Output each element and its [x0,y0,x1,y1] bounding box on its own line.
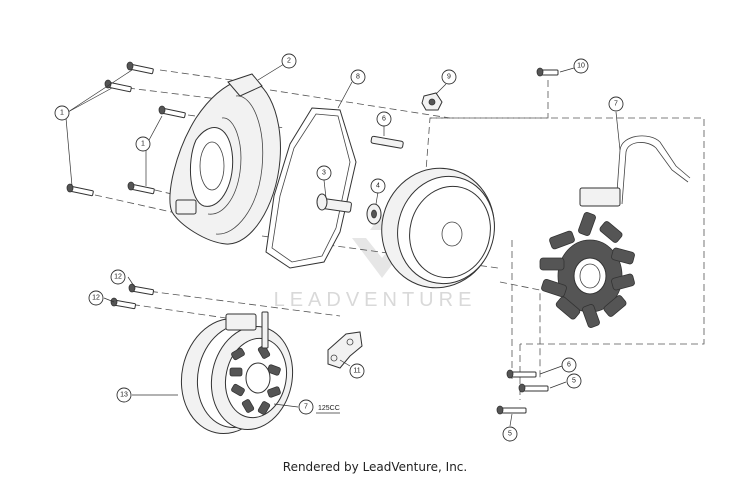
callout-text: 12 [114,274,122,281]
callout-text: 13 [120,392,128,399]
dowel-pin [370,135,404,149]
callout-text: 12 [92,295,100,302]
callout-text: 5 [572,378,576,385]
callout-text: 2 [287,58,291,65]
callout-1a: 1 [54,105,70,121]
bolt-group-5 [496,369,549,415]
shaft [316,193,352,213]
callout-6b: 6 [561,357,577,373]
watermark-text: LEADVENTURE [274,289,477,311]
callout-12a: 12 [110,269,126,285]
bolt-group-12 [110,283,155,310]
callout-3: 3 [316,165,332,181]
washer [366,203,382,225]
callout-13: 13 [116,387,132,403]
callout-text: 1 [60,110,64,117]
callout-7a: 7 [608,96,624,112]
leader-lines [65,63,621,427]
bolt-10 [536,67,559,77]
flywheel [381,167,495,289]
callout-5a: 5 [566,373,582,389]
callout-text: 7 [614,101,618,108]
housing-cover [169,73,281,245]
callout-5b: 5 [502,426,518,442]
callout-2: 2 [281,53,297,69]
magneto-assembly [180,311,294,435]
callout-7b: 7 [298,399,314,415]
callout-text: 9 [447,74,451,81]
callout-text: 1 [141,141,145,148]
callout-9: 9 [441,69,457,85]
callout-10: 10 [573,58,589,74]
callout-text: 10 [577,63,585,70]
callout-text: 6 [567,362,571,369]
engine-size-note: 125CC [318,405,340,412]
bracket [327,331,363,369]
gasket [265,107,357,269]
callout-text: 8 [356,74,360,81]
callout-text: 5 [508,431,512,438]
footer-credit: Rendered by LeadVenture, Inc. [282,460,468,474]
callouts: 1 1 2 3 4 6 8 9 10 7 6 5 5 11 12 12 13 7… [54,53,624,442]
callout-text: 4 [376,183,380,190]
magneto-coils [229,345,281,415]
callout-text: 11 [353,368,360,375]
callout-text: 6 [382,116,386,123]
callout-text: 3 [322,170,326,177]
callout-text: 7 [304,404,308,411]
callout-12b: 12 [88,290,104,306]
callout-6: 6 [376,111,392,127]
stator [539,135,691,328]
callout-1b: 1 [135,136,151,152]
callout-8: 8 [350,69,366,85]
nut [421,92,443,111]
callout-4: 4 [370,178,386,194]
callout-11: 11 [349,363,365,379]
bolt-group-1 [66,61,186,197]
stator-coils [539,212,635,328]
